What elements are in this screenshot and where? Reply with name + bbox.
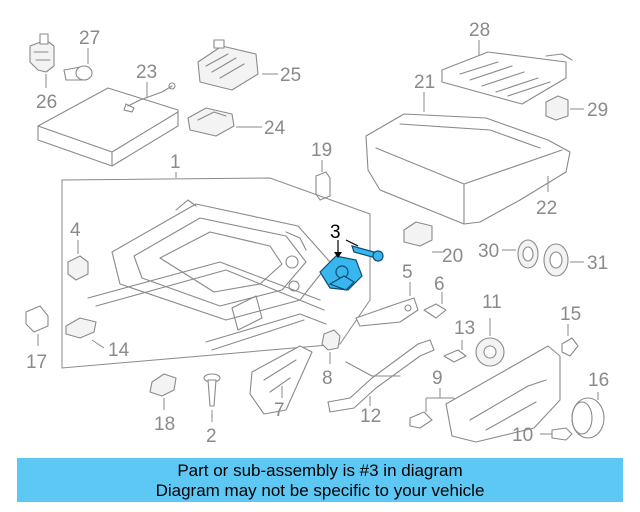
side-shield bbox=[445, 345, 561, 443]
parts-diagram: 26 27 23 25 24 28 bbox=[25, 20, 609, 447]
callout-25: 25 bbox=[280, 65, 301, 86]
part-24-plate bbox=[187, 107, 262, 137]
callout-5: 5 bbox=[402, 262, 413, 283]
part-13-bolt bbox=[443, 340, 467, 363]
part-11-gear bbox=[475, 318, 505, 367]
callout-12: 12 bbox=[360, 406, 381, 427]
part-14-cover bbox=[65, 317, 105, 349]
callout-7: 7 bbox=[274, 400, 285, 421]
callout-14: 14 bbox=[108, 340, 130, 361]
part-19-clip bbox=[315, 160, 331, 201]
callout-17: 17 bbox=[26, 352, 47, 373]
callout-8: 8 bbox=[322, 368, 333, 389]
part-2-bolt bbox=[203, 373, 221, 422]
seat-frame bbox=[87, 199, 331, 351]
callout-15: 15 bbox=[560, 304, 581, 325]
callout-29: 29 bbox=[587, 100, 608, 121]
callout-27: 27 bbox=[79, 28, 100, 49]
part-16-cap bbox=[571, 392, 605, 439]
caption-line-1: Part or sub-assembly is #3 in diagram bbox=[177, 461, 463, 480]
part-29-connector bbox=[545, 95, 584, 121]
part-4-bracket bbox=[67, 240, 89, 281]
part-6-bolt bbox=[423, 292, 447, 319]
part-26-bracket bbox=[29, 33, 55, 88]
part-25-module bbox=[197, 39, 278, 91]
callout-26: 26 bbox=[36, 92, 57, 113]
part-12-rail bbox=[327, 339, 435, 413]
callout-31: 31 bbox=[587, 253, 608, 274]
part-27-bolt bbox=[63, 48, 93, 81]
callout-22: 22 bbox=[536, 198, 557, 219]
callout-4: 4 bbox=[70, 220, 81, 241]
caption-banner: Part or sub-assembly is #3 in diagram Di… bbox=[17, 458, 623, 502]
part-23-sensor bbox=[123, 82, 176, 113]
part-3-highlighted bbox=[319, 239, 384, 291]
callout-1: 1 bbox=[170, 152, 181, 173]
part-mat bbox=[37, 87, 179, 167]
part-15-clip bbox=[561, 324, 579, 357]
part-28-pad bbox=[441, 40, 573, 105]
part-5-link bbox=[355, 282, 419, 327]
caption-line-2: Diagram may not be specific to your vehi… bbox=[155, 481, 485, 500]
part-21-cushion bbox=[365, 92, 571, 225]
callout-9: 9 bbox=[432, 368, 443, 389]
part-10-screw bbox=[540, 427, 573, 441]
part-8-nut bbox=[321, 329, 341, 364]
callout-10: 10 bbox=[512, 425, 533, 446]
part-18-bracket bbox=[149, 373, 177, 410]
part-17-cap bbox=[25, 305, 49, 346]
part-31-knob bbox=[543, 243, 584, 277]
part-30-knob bbox=[502, 239, 539, 269]
callout-18: 18 bbox=[154, 414, 175, 435]
callout-24: 24 bbox=[264, 118, 286, 139]
callout-20: 20 bbox=[442, 246, 463, 267]
callout-23: 23 bbox=[136, 62, 157, 83]
callout-6: 6 bbox=[434, 274, 445, 295]
callout-30: 30 bbox=[478, 241, 499, 262]
callout-28: 28 bbox=[469, 20, 490, 41]
callout-19: 19 bbox=[311, 140, 332, 161]
callout-11: 11 bbox=[482, 292, 502, 313]
callout-13: 13 bbox=[454, 318, 475, 339]
callout-21: 21 bbox=[414, 72, 435, 93]
callout-2: 2 bbox=[206, 426, 217, 447]
part-20-cover bbox=[403, 221, 444, 253]
callout-16: 16 bbox=[588, 370, 609, 391]
part-7-cover bbox=[249, 345, 313, 415]
part-1-frame-outline bbox=[61, 172, 371, 369]
callout-3: 3 bbox=[330, 222, 341, 243]
